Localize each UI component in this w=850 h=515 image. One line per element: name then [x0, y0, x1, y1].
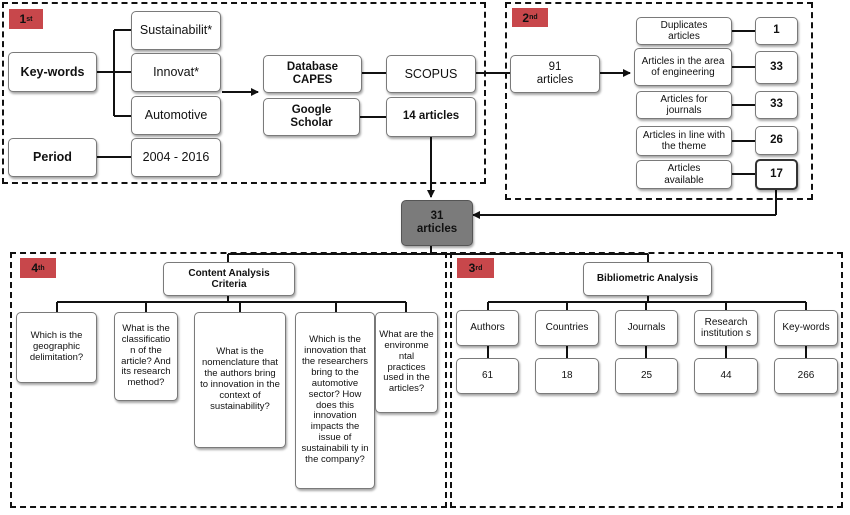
period-value: 2004 - 2016	[131, 138, 221, 177]
google-scholar: Google Scholar	[263, 98, 360, 136]
filter-journals: Articles for journals	[636, 91, 732, 119]
value-keywords: 266	[774, 358, 838, 394]
found-articles: 91 articles	[510, 55, 600, 93]
value-research-institutions: 44	[694, 358, 758, 394]
category-countries: Countries	[535, 310, 599, 346]
filter-engineering-value: 33	[755, 51, 798, 84]
category-authors: Authors	[456, 310, 519, 346]
stage-1-frame	[2, 2, 486, 184]
keyword-sustainability: Sustainabilit*	[131, 11, 221, 50]
filter-theme-value: 26	[755, 126, 798, 155]
filter-theme: Articles in line with the theme	[636, 126, 732, 156]
question-innovation: Which is the innovation that the researc…	[295, 312, 375, 489]
filter-duplicates-value: 1	[755, 17, 798, 45]
question-nomenclature: What is the nomenclature that the author…	[194, 312, 286, 448]
category-journals: Journals	[615, 310, 678, 346]
stage-2-frame	[505, 2, 813, 200]
keyword-automotive: Automotive	[131, 96, 221, 135]
value-countries: 18	[535, 358, 599, 394]
bibliometric-analysis: Bibliometric Analysis	[583, 262, 712, 296]
question-geographic: Which is the geographic delimitation?	[16, 312, 97, 383]
filter-engineering: Articles in the area of engineering	[634, 48, 732, 86]
filter-available: Articles available	[636, 160, 732, 189]
total-articles: 31 articles	[401, 200, 473, 246]
value-authors: 61	[456, 358, 519, 394]
period-label: Period	[8, 138, 97, 177]
content-analysis-criteria: Content Analysis Criteria	[163, 262, 295, 296]
value-journals: 25	[615, 358, 678, 394]
keyword-innovation: Innovat*	[131, 53, 221, 92]
filter-duplicates: Duplicates articles	[636, 17, 732, 45]
google-article-count: 14 articles	[386, 97, 476, 137]
filter-journals-value: 33	[755, 91, 798, 119]
scopus: SCOPUS	[386, 55, 476, 93]
filter-available-value: 17	[755, 159, 798, 190]
category-keywords: Key-words	[774, 310, 838, 346]
question-environmental: What are the environme ntal practices us…	[375, 312, 438, 413]
keywords-label: Key-words	[8, 52, 97, 92]
category-research-institutions: Research institution s	[694, 310, 758, 346]
database-capes: Database CAPES	[263, 55, 362, 93]
question-classification: What is the classificatio n of the artic…	[114, 312, 178, 401]
